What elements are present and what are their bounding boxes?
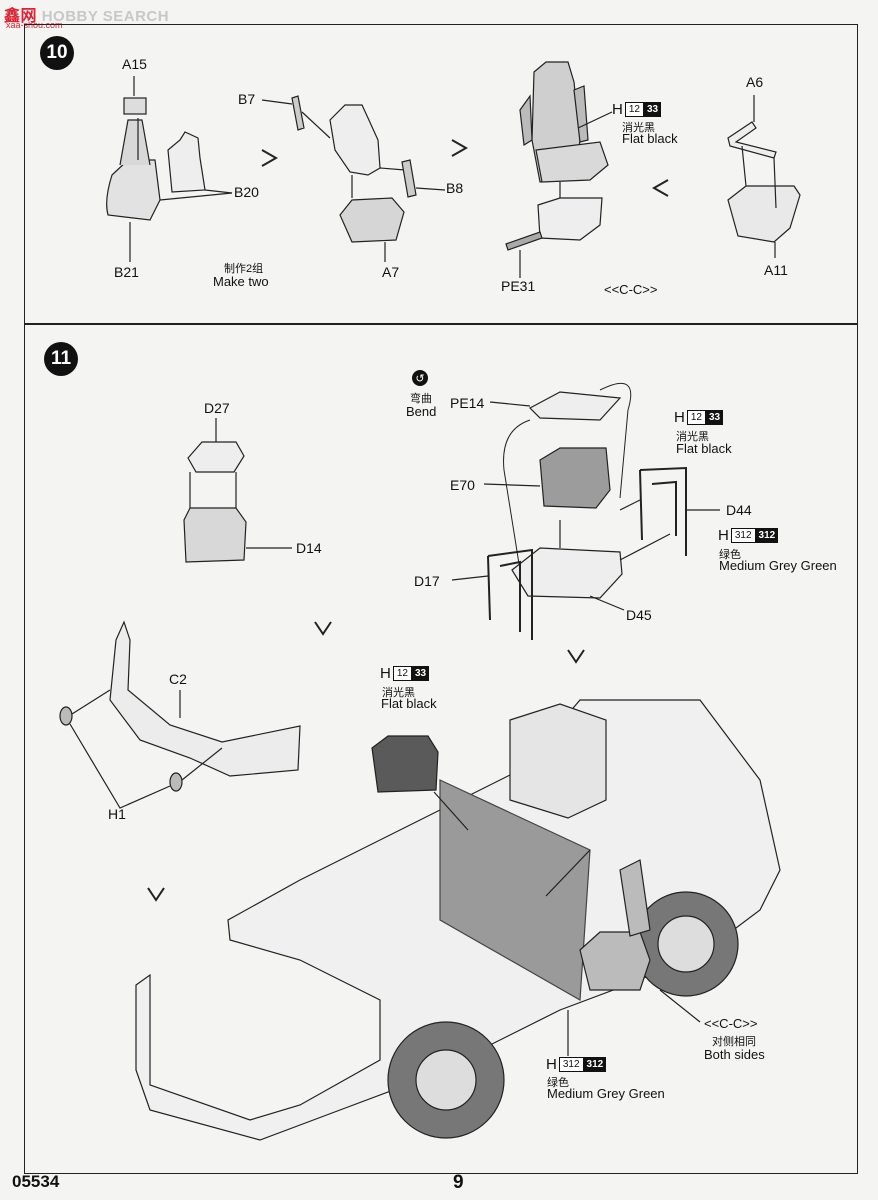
part-d44 xyxy=(639,466,687,556)
paint-name-en-green-bottom: Medium Grey Green xyxy=(547,1086,665,1101)
part-seat-frame xyxy=(329,104,381,176)
watermark: 鑫网 HOBBY SEARCH xyxy=(4,2,169,26)
paint-h: H xyxy=(546,1056,557,1073)
label-a11: A11 xyxy=(764,262,788,278)
paint-code-black-mid: H 12 33 xyxy=(380,665,430,682)
part-b7 xyxy=(291,95,305,131)
part-battery-fitted xyxy=(371,735,439,793)
part-d27 xyxy=(187,441,245,473)
paint-num1: 12 xyxy=(686,410,706,425)
step11-panel xyxy=(24,324,858,1174)
part-pe14 xyxy=(529,391,622,421)
paint-num2: 33 xyxy=(705,410,724,425)
label-e70: E70 xyxy=(450,477,475,493)
paint-code-step10: H 12 33 xyxy=(612,101,662,118)
paint-name-en-black-mid: Flat black xyxy=(381,696,437,711)
part-e70 xyxy=(539,447,611,509)
label-d14: D14 xyxy=(296,540,322,556)
step10-number: 10 xyxy=(40,36,74,70)
label-d17: D17 xyxy=(414,573,440,589)
paint-name-cn-black-mid: 消光黑 xyxy=(382,687,415,699)
paint-h: H xyxy=(380,665,391,682)
label-b7: B7 xyxy=(238,91,256,107)
label-b20: B20 xyxy=(234,184,259,200)
label-a7: A7 xyxy=(382,264,400,280)
paint-name-cn-green-top: 绿色 xyxy=(719,549,741,561)
part-h1-right xyxy=(169,772,183,792)
label-b8: B8 xyxy=(446,180,464,196)
paint-name-cn-black-top: 消光黑 xyxy=(676,431,709,443)
paint-h: H xyxy=(674,409,685,426)
part-b21 xyxy=(106,159,161,221)
rear-seat xyxy=(579,931,651,991)
bend-icon: ↺ xyxy=(412,370,428,386)
paint-name-en-step10: Flat black xyxy=(622,131,678,146)
label-a6: A6 xyxy=(746,74,764,90)
both-sides-cn: 对侧相同 xyxy=(712,1036,756,1048)
part-c2 xyxy=(109,620,301,777)
paint-num1: 312 xyxy=(730,528,756,543)
paint-name-en-black-top: Flat black xyxy=(676,441,732,456)
watermark-brand-en: HOBBY SEARCH xyxy=(41,8,170,25)
label-cc-step11: <<C-C>> xyxy=(704,1016,758,1031)
page-number: 9 xyxy=(453,1172,464,1193)
paint-num2: 33 xyxy=(643,102,662,117)
part-a7 xyxy=(339,197,405,243)
part-a6 xyxy=(727,121,777,159)
label-c2: C2 xyxy=(169,671,187,687)
part-a15 xyxy=(123,97,147,115)
label-a15: A15 xyxy=(122,56,147,72)
bend-cn: 弯曲 xyxy=(410,393,432,405)
paint-code-black-top: H 12 33 xyxy=(674,409,724,426)
part-a11 xyxy=(727,185,801,243)
part-d17 xyxy=(487,548,533,640)
label-pe31: PE31 xyxy=(501,278,536,294)
label-pe14: PE14 xyxy=(450,395,485,411)
step10-panel xyxy=(24,24,858,324)
part-b8 xyxy=(401,159,417,198)
part-d14 xyxy=(183,507,247,563)
paint-code-green-bottom: H 312 312 xyxy=(546,1056,607,1073)
step11-number: 11 xyxy=(44,342,78,376)
label-b21: B21 xyxy=(114,264,139,280)
paint-name-cn-green-bottom: 绿色 xyxy=(547,1077,569,1089)
both-sides-en: Both sides xyxy=(704,1047,765,1062)
label-cc-step10: <<C-C>> xyxy=(604,282,658,297)
watermark-url: xaa-shou.com xyxy=(6,20,63,30)
label-d45: D45 xyxy=(626,607,652,623)
product-code: 05534 xyxy=(12,1172,60,1191)
make-two-en: Make two xyxy=(213,274,269,289)
make-two-cn: 制作2组 xyxy=(224,263,264,275)
paint-num1: 12 xyxy=(392,666,412,681)
label-d44: D44 xyxy=(726,502,752,518)
label-d27: D27 xyxy=(204,400,230,416)
part-pe31 xyxy=(505,231,543,251)
part-b20 xyxy=(167,131,206,193)
paint-h: H xyxy=(612,101,623,118)
paint-num2: 312 xyxy=(755,528,779,543)
bend-en: Bend xyxy=(406,404,437,419)
paint-num1: 312 xyxy=(558,1057,584,1072)
paint-name-cn-step10: 消光黑 xyxy=(622,122,655,134)
paint-h: H xyxy=(718,527,729,544)
part-seat-base xyxy=(537,197,603,241)
watermark-brand-cn: 鑫网 xyxy=(4,8,38,25)
label-h1: H1 xyxy=(108,806,126,822)
paint-name-en-green-top: Medium Grey Green xyxy=(719,558,837,573)
paint-num2: 33 xyxy=(411,666,430,681)
paint-code-green-top: H 312 312 xyxy=(718,527,779,544)
part-h1-left xyxy=(59,706,73,726)
paint-num1: 12 xyxy=(624,102,644,117)
part-d45 xyxy=(511,547,623,599)
paint-num2: 312 xyxy=(583,1057,607,1072)
